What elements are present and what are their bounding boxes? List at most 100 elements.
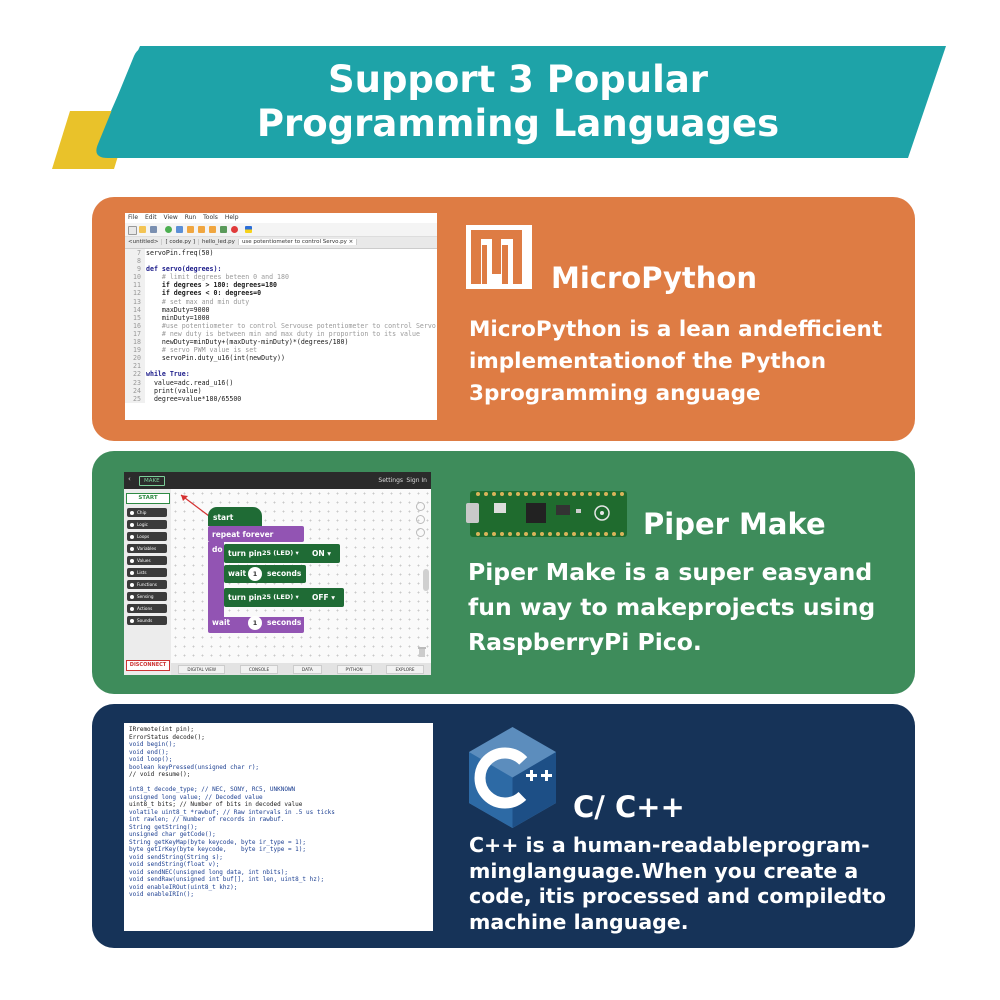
- piper-start-button: START: [126, 493, 170, 504]
- piper-settings-link: Settings: [378, 477, 403, 484]
- banner-teal-overlay: [96, 46, 943, 158]
- cpp-card: IRremote(int pin);ErrorStatus decode();v…: [92, 704, 915, 948]
- line-number: 23: [133, 378, 141, 387]
- values-icon: [130, 558, 134, 563]
- code-line: 14 maxDuty=9000: [125, 306, 437, 314]
- back-chevron-icon: ‹: [128, 475, 131, 483]
- category-values: Values: [127, 556, 167, 565]
- code-line: void end();: [129, 748, 169, 756]
- tab-explore: EXPLORE: [386, 664, 424, 674]
- logic-icon: [130, 522, 134, 527]
- banner-title: Support 3 Popular Programming Languages: [90, 58, 946, 146]
- micropython-desc-line-2: implementationof the Python: [469, 349, 827, 374]
- start-block-label: start: [213, 513, 234, 522]
- line-number: 7: [137, 249, 141, 257]
- step-out-icon: [209, 226, 216, 233]
- code-text: print(value): [146, 386, 202, 395]
- cpp-code-screenshot: IRremote(int pin);ErrorStatus decode();v…: [124, 723, 433, 931]
- chip-icon: [130, 510, 134, 515]
- code-line: unsigned long value; // Decoded value: [129, 793, 263, 801]
- piper-make-screenshot: ‹ MAKE Settings Sign In START Chip Logic…: [124, 472, 431, 675]
- ide-menu-run: Run: [184, 214, 197, 221]
- turn-pin-on-label: turn pin: [228, 549, 262, 558]
- line-number: 10: [133, 273, 141, 282]
- line-number: 21: [133, 362, 141, 371]
- piper-sign-in-link: Sign In: [406, 477, 427, 484]
- tab-data: DATA: [292, 664, 322, 674]
- code-line: unsigned char getCode();: [129, 831, 216, 838]
- category-loops: Loops: [127, 532, 167, 541]
- functions-icon: [130, 582, 134, 587]
- piper-disconnect-button: DISCONNECT: [126, 660, 170, 671]
- seconds-label-2: seconds: [267, 618, 302, 627]
- line-number: 19: [133, 346, 141, 355]
- code-line: String getString();: [129, 823, 198, 831]
- category-sensing: Sensing: [127, 592, 167, 601]
- zoom-in-icon: [416, 515, 425, 524]
- code-line: void sendString(float v);: [129, 861, 220, 868]
- line-number: 16: [133, 321, 141, 330]
- wait-value-1: 1: [248, 567, 262, 581]
- micropython-desc-line-1: MicroPython is a lean andefficient: [469, 317, 883, 342]
- ide-menu-edit: Edit: [144, 214, 157, 221]
- code-text: # new duty is between min and max duty i…: [146, 329, 420, 338]
- zoom-out-icon: [416, 528, 425, 537]
- pointer-arrow-icon: [180, 494, 214, 520]
- lists-icon: [130, 570, 134, 575]
- category-chip: Chip: [127, 508, 167, 517]
- ide-line-gutter: [125, 249, 145, 403]
- line-number: 13: [133, 297, 141, 306]
- seconds-label-1: seconds: [267, 569, 302, 578]
- ide-menu-bar: File Edit View Run Tools Help: [125, 213, 437, 223]
- line-number: 17: [133, 329, 141, 338]
- piper-desc-line-3: RaspberryPi Pico.: [468, 628, 702, 656]
- cpp-desc-line-3: code, itis processed and compiledto: [469, 884, 886, 908]
- trash-icon: [418, 647, 426, 657]
- ide-menu-help: Help: [224, 214, 239, 221]
- micropython-desc-line-3: 3programming anguage: [469, 381, 761, 406]
- code-text: value=adc.read_u16(): [146, 378, 234, 387]
- code-line: 20 servoPin.duty_u16(int(newDuty)): [125, 354, 437, 362]
- cpp-desc-line-1: C++ is a human-readableprogram-: [469, 833, 870, 857]
- tab-servo: use potentiometer to control Servo.py ×: [238, 239, 358, 245]
- line-number: 22: [133, 370, 141, 379]
- tab-untitled: <untitled>: [125, 239, 163, 245]
- cpp-desc-line-2: minglanguage.When you create a: [469, 858, 859, 883]
- wait-label-2: wait: [212, 618, 231, 627]
- tab-code-py: [ code.py ]: [162, 239, 199, 245]
- start-block: [208, 507, 262, 526]
- line-number: 20: [133, 354, 141, 363]
- code-text: # limit degrees beteen 0 and 180: [146, 273, 289, 282]
- line-number: 15: [133, 313, 141, 322]
- code-text: minDuty=1000: [146, 313, 210, 322]
- micropython-logo-icon: [466, 225, 532, 289]
- repeat-forever-block: [208, 526, 304, 542]
- repeat-forever-label: repeat forever: [212, 530, 274, 539]
- code-line: 19 # servo PWM value is set: [125, 346, 437, 354]
- code-line: ErrorStatus decode();: [129, 733, 205, 741]
- code-line: void enableIRIn();: [129, 891, 195, 898]
- ide-menu-tools: Tools: [203, 214, 218, 221]
- line-number: 8: [137, 257, 141, 266]
- wait-block-1: [224, 565, 306, 583]
- sounds-icon: [130, 618, 134, 623]
- code-line: String getKeyMap(byte keycode, byte ir_t…: [129, 838, 307, 846]
- code-line: void sendNEC(unsigned long data, int nbi…: [129, 868, 288, 876]
- code-line: int8_t decode_type; // NEC, SONY, RC5, U…: [129, 786, 296, 793]
- code-line: 10 # limit degrees beteen 0 and 180: [125, 273, 437, 281]
- category-logic: Logic: [127, 520, 167, 529]
- code-line: 15 minDuty=1000: [125, 314, 437, 322]
- line-number: 9: [137, 265, 141, 274]
- save-icon: [150, 226, 157, 233]
- piper-workspace: start repeat forever do turn pin 25 (LED…: [171, 489, 431, 663]
- line-number: 18: [133, 338, 141, 347]
- code-text: newDuty=minDuty+(maxDuty-minDuty)*(degre…: [146, 338, 349, 347]
- line-number: 25: [133, 394, 141, 403]
- code-line: 18 newDuty=minDuty+(maxDuty-minDuty)*(de…: [125, 338, 437, 346]
- scrollbar-icon: [423, 569, 429, 591]
- line-number: 12: [133, 289, 141, 298]
- piper-make-heading: Piper Make: [643, 507, 826, 541]
